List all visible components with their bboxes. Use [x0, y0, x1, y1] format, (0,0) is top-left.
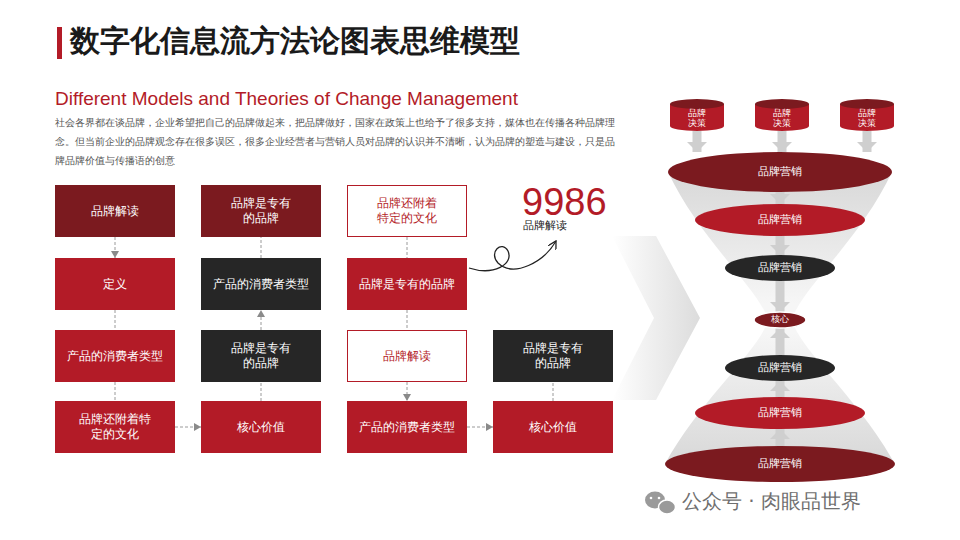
- callout-caption: 品牌解读: [523, 219, 567, 232]
- dashed-connector: [115, 237, 116, 258]
- process-box: 产品的消费者类型: [55, 330, 175, 382]
- dashed-connector: [261, 382, 262, 401]
- funnel-ground: [665, 172, 895, 464]
- node-label: 品牌营销: [758, 213, 802, 227]
- funnel-ellipse: 品牌营销: [725, 255, 835, 281]
- funnel-ellipse: 品牌营销: [665, 446, 895, 482]
- dashed-connector: [115, 382, 116, 401]
- funnel-ellipse: 品牌营销: [668, 152, 892, 192]
- block-arrow: [776, 328, 785, 355]
- node-label: 品牌是专有的品牌: [359, 277, 455, 292]
- process-box: 品牌是专有 的品牌: [493, 330, 613, 382]
- decision-cylinder: 品牌 决策: [840, 99, 894, 131]
- node-label: 品牌营销: [758, 361, 802, 375]
- node-label: 品牌营销: [758, 261, 802, 275]
- block-arrow: [776, 429, 785, 446]
- block-arrow: [863, 131, 872, 152]
- process-box: 品牌解读: [347, 330, 467, 382]
- process-box: 品牌还附着特 定的文化: [55, 401, 175, 453]
- process-box: 品牌是专有 的品牌: [201, 185, 321, 237]
- process-box: 产品的消费者类型: [347, 401, 467, 453]
- block-arrow: [776, 381, 785, 397]
- title-bar: [57, 27, 62, 59]
- process-box: 产品的消费者类型: [201, 258, 321, 310]
- node-label: 品牌是专有 的品牌: [230, 341, 292, 371]
- node-label: 品牌营销: [758, 457, 802, 471]
- funnel-ellipse: 品牌营销: [725, 355, 835, 381]
- dashed-connector: [407, 382, 408, 401]
- decision-cylinder: 品牌 决策: [755, 99, 809, 131]
- node-label: 产品的消费者类型: [213, 277, 309, 292]
- subtitle: Different Models and Theories of Change …: [55, 88, 518, 110]
- callout-number: 9986: [522, 183, 607, 221]
- node-label: 品牌 决策: [687, 108, 707, 129]
- node-label: 品牌营销: [758, 165, 802, 179]
- page-title: 数字化信息流方法论图表思维模型: [70, 21, 520, 62]
- watermark: 公众号 · 肉眼品世界: [682, 489, 861, 513]
- block-arrow: [778, 131, 787, 152]
- node-label: 品牌营销: [758, 406, 802, 420]
- process-box: 品牌是专有 的品牌: [201, 330, 321, 382]
- dashed-connector: [261, 237, 262, 258]
- block-arrow: [693, 131, 702, 152]
- dashed-connector: [467, 427, 493, 428]
- node-label: 核心价值: [529, 420, 577, 435]
- big-arrow: [612, 236, 700, 400]
- node-label: 产品的消费者类型: [359, 420, 455, 435]
- node-label: 品牌 决策: [772, 108, 792, 129]
- dashed-connector: [261, 310, 262, 330]
- dashed-connector: [407, 237, 408, 258]
- decision-cylinder: 品牌 决策: [670, 99, 724, 131]
- node-label: 核心价值: [237, 420, 285, 435]
- funnel-ellipse: 品牌营销: [695, 204, 865, 236]
- node-label: 品牌解读: [383, 349, 431, 364]
- node-label: 品牌 决策: [857, 108, 877, 129]
- block-arrow: [776, 281, 785, 312]
- block-arrow: [776, 236, 785, 255]
- funnel-ellipse: 品牌营销: [695, 397, 865, 429]
- dashed-connector: [175, 427, 201, 428]
- intro-paragraph: 社会各界都在谈品牌，企业希望把自己的品牌做起来，把品牌做好，国家在政策上也给予了…: [55, 113, 620, 170]
- process-box: 品牌还附着 特定的文化: [347, 185, 467, 237]
- process-box: 定义: [55, 258, 175, 310]
- curly-arrow: [469, 241, 556, 271]
- node-label: 品牌解读: [91, 204, 139, 219]
- node-label: 品牌还附着 特定的文化: [376, 196, 438, 226]
- node-label: 品牌是专有 的品牌: [230, 196, 292, 226]
- dashed-connector: [115, 310, 116, 330]
- block-arrow: [776, 192, 785, 204]
- dashed-connector: [407, 310, 408, 330]
- wechat-icon: [645, 492, 676, 515]
- node-label: 品牌还附着特 定的文化: [79, 412, 152, 442]
- process-box: 核心价值: [493, 401, 613, 453]
- funnel-ellipse: 核心: [754, 312, 806, 328]
- dashed-connector: [553, 382, 554, 401]
- node-label: 定义: [103, 277, 127, 292]
- process-box: 品牌是专有的品牌: [347, 258, 467, 310]
- node-label: 品牌是专有 的品牌: [522, 341, 584, 371]
- process-box: 品牌解读: [55, 185, 175, 237]
- process-box: 核心价值: [201, 401, 321, 453]
- node-label: 产品的消费者类型: [67, 349, 163, 364]
- node-label: 核心: [771, 314, 789, 325]
